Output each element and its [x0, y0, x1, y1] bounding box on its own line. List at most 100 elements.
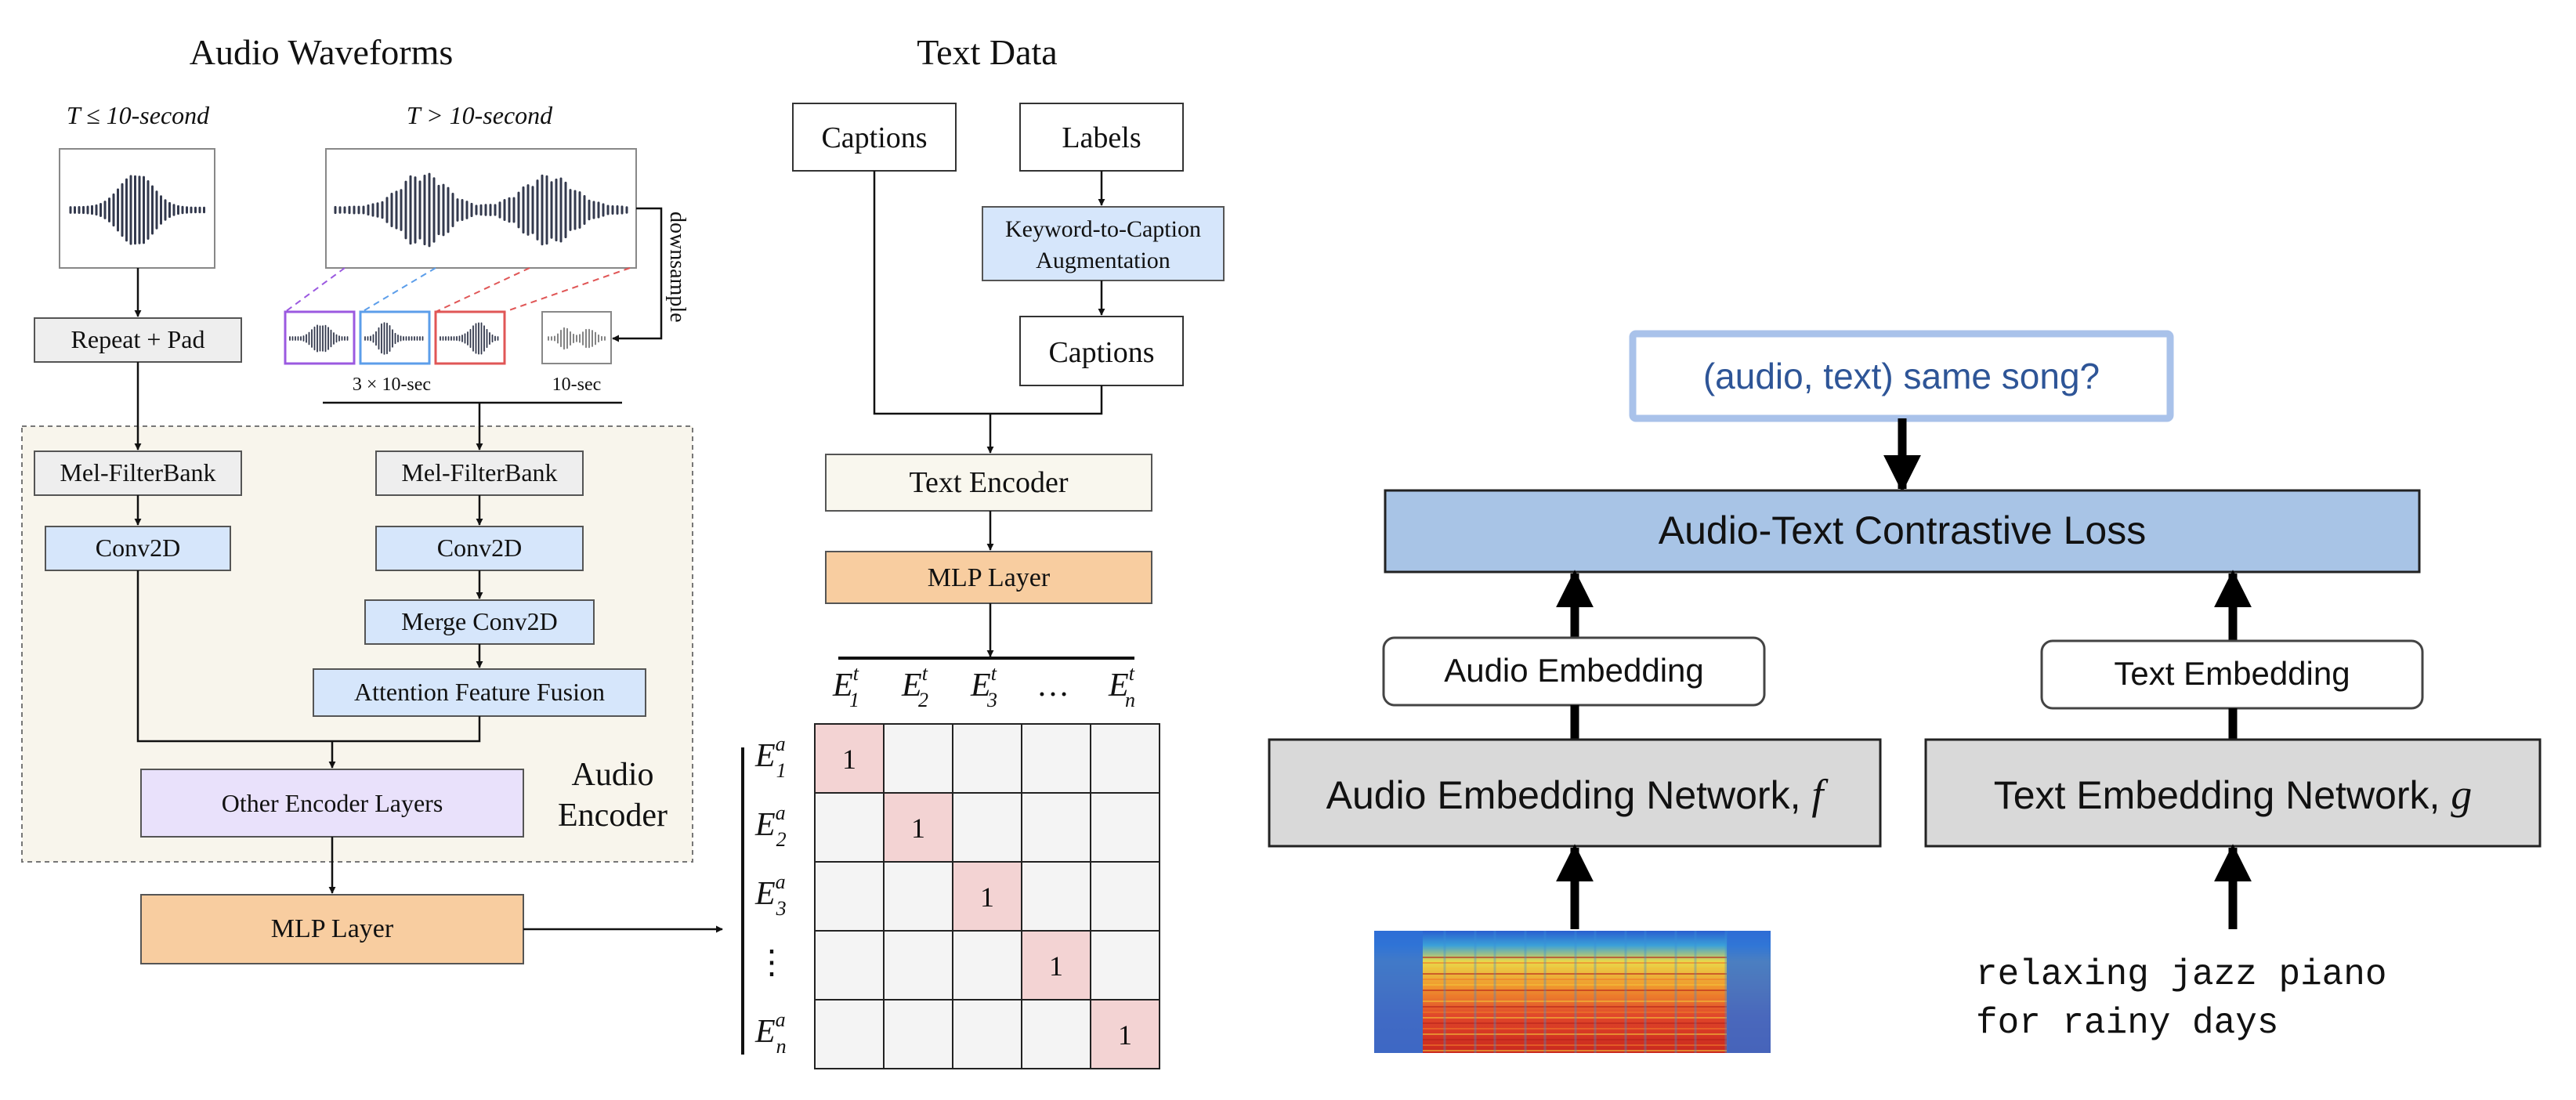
short-waveform-box — [59, 148, 215, 269]
audio-embedding-header-base: E — [754, 738, 776, 774]
text-input-line2: for rainy days — [1976, 1003, 2278, 1044]
long-waveform-icon — [334, 172, 628, 248]
text-embedding-header: … — [1037, 668, 1069, 704]
matrix-cell — [1090, 930, 1160, 1000]
downsampled-waveform-icon — [548, 327, 606, 350]
audio-waveforms-title: Audio Waveforms — [190, 32, 454, 72]
matrix-diagonal-value: 1 — [842, 744, 856, 775]
text-embedding-header-sub: 3 — [986, 689, 997, 711]
text-embedding-header-base: … — [1037, 668, 1069, 704]
audio-encoder-label-line2: Encoder — [558, 798, 668, 834]
keyword-to-caption-box — [982, 206, 1225, 281]
text-embedding-header: Et 2 — [901, 662, 928, 711]
contrastive-overview: (audio, text) same song? Audio-Text Cont… — [1268, 330, 2542, 1053]
text-encoder-label: Text Encoder — [909, 466, 1068, 499]
text-embedding-label: Text Embedding — [2114, 655, 2350, 692]
matrix-cell — [814, 792, 885, 863]
matrix-cell — [883, 723, 953, 794]
clip-2-waveform-icon — [364, 322, 424, 355]
matrix-diagonal-value: 1 — [980, 881, 994, 913]
text-embedding-header-sup: t — [1129, 662, 1135, 685]
labels-label: Labels — [1062, 121, 1141, 154]
attention-feature-fusion-label: Attention Feature Fusion — [354, 678, 605, 706]
spectrogram-quiet-start — [1374, 931, 1423, 1053]
short-waveform-icon — [69, 175, 205, 245]
spectrogram-image — [1374, 931, 1771, 1053]
text-embedding-header-base: E — [1108, 668, 1129, 704]
clip-1-waveform-icon — [289, 324, 349, 353]
repeat-pad-label: Repeat + Pad — [71, 325, 205, 353]
similarity-matrix: 1 1 1 1 1 — [814, 723, 1160, 1069]
matrix-cell — [952, 723, 1022, 794]
text-embedding-header-sup: t — [991, 662, 997, 685]
audio-embedding-network-box — [1268, 738, 1882, 848]
clip-3-waveform-icon — [440, 322, 499, 355]
labels-box — [1019, 103, 1184, 172]
attention-feature-fusion-box — [313, 668, 646, 717]
text-embedding-header-sup: t — [922, 662, 928, 685]
text-embedding-header-base: E — [901, 668, 922, 704]
clips-label: 3 × 10-sec — [353, 375, 431, 395]
audio-branch: Audio Waveforms T ≤ 10-second T > 10-sec… — [21, 32, 723, 964]
contrastive-loss-label: Audio-Text Contrastive Loss — [1659, 508, 2147, 552]
merge-conv2d-box — [364, 599, 595, 645]
captions-aug-path — [990, 385, 1103, 415]
audio-embedding-label: Audio Embedding — [1444, 652, 1704, 689]
text-embedding-header-sub: 2 — [918, 689, 928, 711]
audio-embedding-header-sup: a — [776, 801, 786, 824]
short-duration-label: T ≤ 10-second — [67, 101, 210, 129]
conv2d-right-box — [375, 526, 584, 571]
audio-embedding-header-sup: a — [776, 870, 786, 893]
matrix-diagonal-cell — [1090, 999, 1160, 1069]
matrix-cell — [1021, 861, 1091, 932]
matrix-diagonal-value: 1 — [911, 812, 925, 844]
mel-filterbank-right-label: Mel-FilterBank — [401, 458, 557, 487]
matrix-cell — [1021, 723, 1091, 794]
text-net-text: Text Embedding Network, — [1994, 773, 2451, 817]
captions-top-label: Captions — [821, 121, 927, 154]
matrix-cell — [952, 930, 1022, 1000]
matrix-cell — [1090, 861, 1160, 932]
text-mlp-box — [825, 551, 1152, 604]
left-branch-path — [136, 570, 332, 743]
other-encoder-layers-box — [140, 769, 524, 838]
mel-filterbank-right-box — [375, 450, 584, 496]
matrix-diagonal-value: 1 — [1118, 1019, 1132, 1051]
captions-augmented-label: Captions — [1048, 336, 1154, 369]
captions-top-path — [873, 171, 990, 415]
downsample-arrow — [612, 207, 663, 342]
text-net-var: g — [2451, 771, 2472, 818]
text-embedding-header-base: E — [970, 668, 991, 704]
matrix-cell — [883, 999, 953, 1069]
matrix-cell — [814, 930, 885, 1000]
clip-blue-guide — [361, 267, 436, 313]
audio-embedding-header-sub: n — [776, 1035, 787, 1058]
matrix-diagonal-value: 1 — [1049, 950, 1063, 982]
text-embedding-network-box — [1924, 738, 2542, 848]
same-song-question-label: (audio, text) same song? — [1703, 356, 2100, 396]
matrix-cell — [814, 861, 885, 932]
audio-embedding-header-base: E — [754, 876, 776, 912]
contrastive-loss-box — [1384, 489, 2421, 574]
audio-mlp-box — [140, 894, 524, 964]
text-embedding-header: Et 3 — [970, 662, 997, 711]
matrix-cell — [952, 792, 1022, 863]
matrix-cell — [1090, 723, 1160, 794]
text-mlp-label: MLP Layer — [928, 563, 1051, 592]
clip-purple-guide — [284, 267, 346, 313]
audio-embedding-header-base: ⋮ — [755, 945, 788, 981]
audio-embedding-header-sub: 1 — [776, 759, 787, 782]
audio-encoder-label-line1: Audio — [572, 757, 654, 793]
text-embedding-header-sub: n — [1125, 689, 1135, 711]
audio-net-text: Audio Embedding Network, — [1326, 773, 1812, 817]
audio-embedding-header-sup: a — [776, 1008, 786, 1031]
conv2d-right-label: Conv2D — [437, 534, 522, 562]
matrix-cell — [1090, 792, 1160, 863]
text-data-title: Text Data — [917, 32, 1057, 72]
text-branch: Text Data Captions Labels Keyword-to-Cap… — [741, 32, 1225, 1069]
